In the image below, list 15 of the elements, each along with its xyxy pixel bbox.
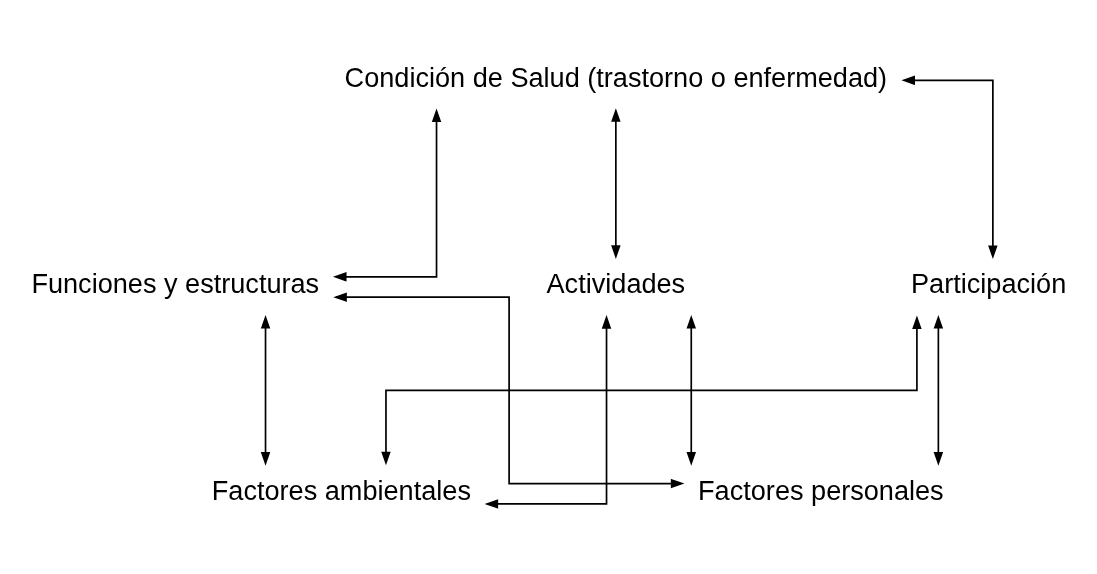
arrow	[332, 108, 442, 282]
arrow	[901, 75, 998, 260]
arrow	[686, 314, 696, 466]
node-text: Condición de Salud (trastorno o enfermedad)	[344, 61, 888, 93]
node-text: Participación	[911, 268, 1067, 300]
arrow	[381, 315, 922, 466]
node-text: Funciones y estructuras	[31, 268, 320, 300]
arrow	[611, 108, 621, 259]
arrow	[933, 314, 944, 466]
node-text: Factores personales	[698, 475, 944, 507]
arrow	[333, 292, 685, 489]
node-text: Factores ambientales	[211, 475, 471, 507]
arrow	[260, 314, 271, 466]
node-text: Actividades	[546, 268, 686, 300]
arrow	[484, 315, 612, 509]
